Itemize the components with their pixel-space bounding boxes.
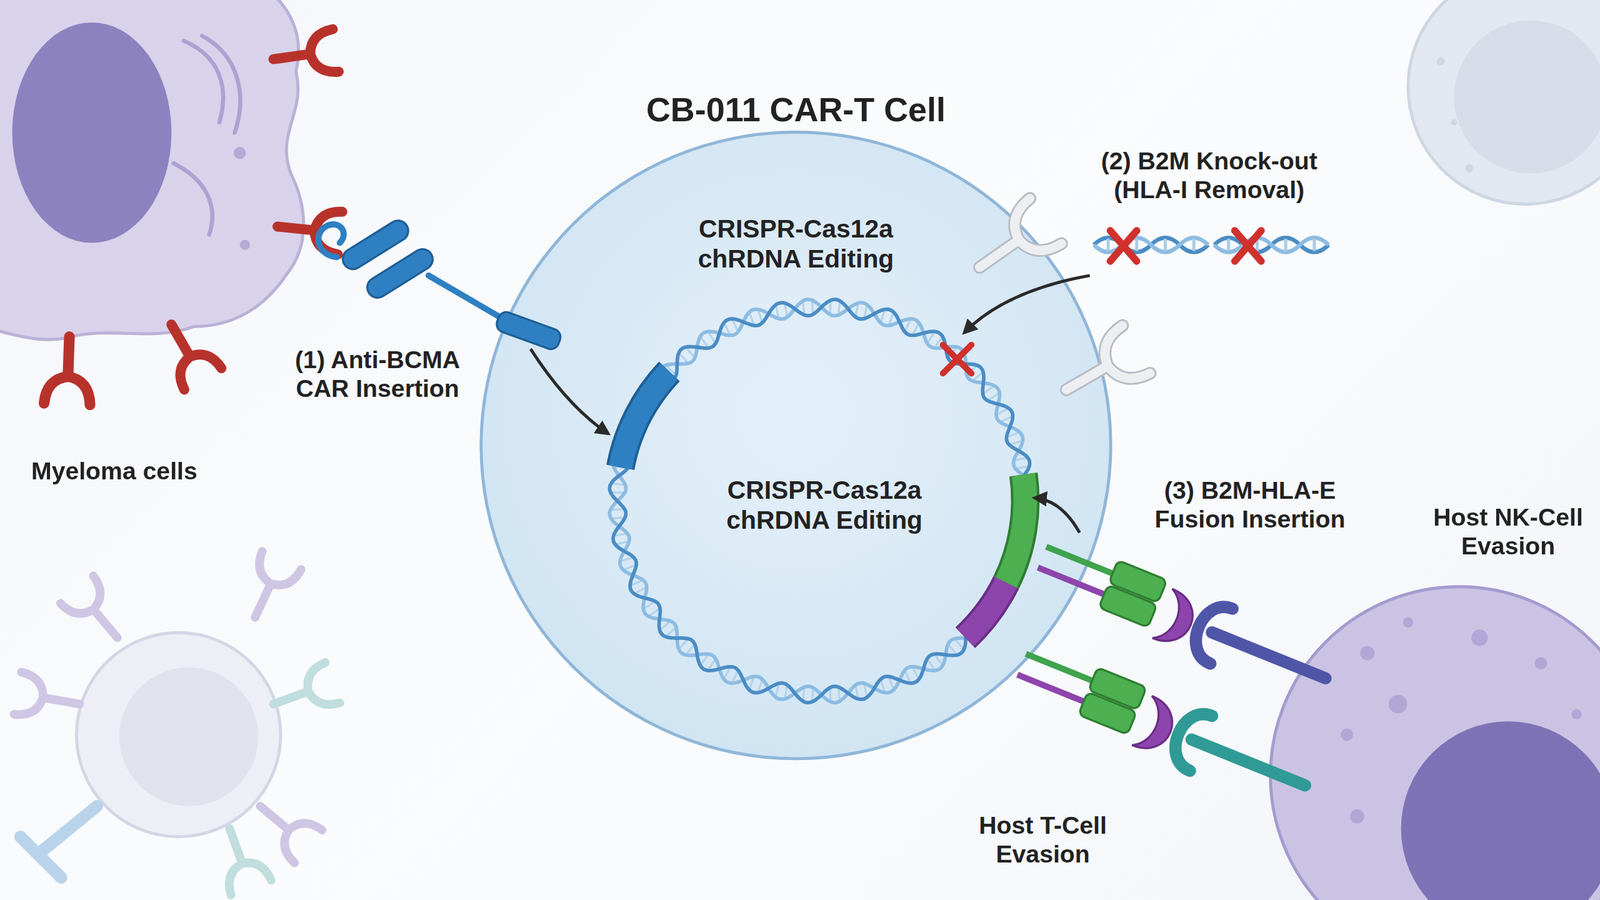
cell-granule	[240, 240, 250, 250]
faded-cell	[1408, 0, 1600, 205]
editing-label: CRISPR-Cas12a chRDNA Editing	[701, 475, 947, 535]
step-arrow	[530, 348, 609, 434]
b2m-hla-e-fusion	[1028, 533, 1338, 707]
dna-rungs	[1108, 238, 1315, 252]
b2m-domain	[1088, 667, 1147, 710]
dna-ring	[609, 299, 1034, 703]
faded-t-cell	[76, 632, 281, 837]
step-label: (1) Anti-BCMA CAR Insertion	[275, 345, 480, 403]
step-arrow	[1035, 498, 1080, 534]
faded-receptor	[209, 821, 272, 895]
cell-granule	[1571, 709, 1582, 720]
dna-rungs	[610, 300, 1033, 702]
cell-granule	[1451, 119, 1458, 126]
fusion-stem	[1017, 675, 1084, 702]
b2m-domain	[1108, 560, 1167, 603]
fusion-stem	[1046, 546, 1113, 574]
cell-granule	[1436, 56, 1445, 65]
dna-strand	[1093, 237, 1209, 252]
cell-granule	[1471, 629, 1488, 646]
cell-granule	[1403, 617, 1414, 628]
faded-receptor	[235, 551, 302, 627]
cell-nucleus	[119, 667, 259, 807]
dna-strand	[609, 299, 1034, 703]
faded-receptor	[246, 790, 322, 864]
knockout-mark	[1235, 230, 1262, 262]
cell-label: Host T-Cell Evasion	[956, 811, 1130, 869]
knockout-mark	[1110, 230, 1137, 262]
bcma-antigen	[44, 335, 93, 405]
car-t-cell: CB-011 CAR-T CellCRISPR-Cas12a chRDNA Ed…	[479, 130, 1112, 760]
nk-receptor	[1187, 599, 1233, 664]
knockout-mark	[943, 345, 972, 374]
hla-e-gene-outline	[965, 582, 1006, 638]
step-label: (2) B2M Knock-out (HLA-I Removal)	[1066, 146, 1352, 204]
car-hinge	[428, 275, 503, 319]
t-cell-receptor	[1167, 706, 1213, 771]
step-label: (3) B2M-HLA-E Fusion Insertion	[1132, 476, 1368, 534]
cell-nucleus	[1454, 20, 1600, 174]
hla-e-gene-segment	[965, 582, 1006, 638]
faded-receptor	[13, 671, 84, 725]
cell-granule	[233, 146, 247, 160]
step-arrow	[964, 275, 1090, 333]
dna-ring-node: CRISPR-Cas12a chRDNA Editing	[612, 301, 1037, 707]
faded-receptor	[266, 662, 340, 725]
nk-cell	[1270, 586, 1600, 900]
b2m-hla-e-fusion	[1008, 640, 1317, 814]
faded-receptor	[60, 575, 134, 652]
nk-receptor	[1211, 632, 1326, 679]
cell-granule	[1350, 809, 1365, 824]
bcma-antigen	[270, 29, 339, 81]
cell-label: Host NK-Cell Evasion	[1411, 503, 1600, 560]
b2m-gene-outline	[1006, 474, 1026, 583]
car-domain	[338, 216, 412, 274]
fusion-stem	[1038, 567, 1105, 595]
endoplasmic-reticulum	[173, 35, 241, 235]
cell-granule	[1535, 656, 1548, 670]
hla-e-domain	[1152, 588, 1201, 650]
t-cell-receptor	[1191, 739, 1305, 785]
hla-i-outline	[1052, 325, 1150, 414]
b2m-domain	[1098, 585, 1157, 628]
myeloma-cell	[0, 0, 304, 340]
car-binding-domain	[318, 224, 344, 257]
hla-i-molecule	[1052, 325, 1150, 414]
b2m-domain	[1078, 691, 1137, 735]
editing-label: CRISPR-Cas12a chRDNA Editing	[673, 214, 919, 274]
dna-strand	[1214, 237, 1329, 252]
car-transmembrane	[494, 310, 563, 352]
dna-strand	[1093, 237, 1209, 252]
car-gene-segment	[620, 371, 670, 467]
cell-title: CB-011 CAR-T Cell	[482, 90, 1109, 130]
cell-label: Myeloma cells	[0, 456, 237, 486]
bcma-antigen	[153, 313, 222, 390]
cell-granule	[1388, 695, 1407, 714]
hla-i-outline	[963, 198, 1062, 290]
hla-e-domain	[1131, 696, 1180, 757]
fusion-stem	[1025, 653, 1092, 681]
nk-nucleus	[1401, 721, 1600, 900]
cell-granule	[1340, 728, 1354, 742]
hla-i-molecule	[963, 198, 1062, 290]
myeloma-nucleus	[12, 22, 172, 244]
b2m-gene-segment	[1006, 474, 1026, 583]
dna-strand	[1214, 237, 1329, 252]
faded-car	[20, 806, 97, 878]
cell-granule	[1360, 645, 1375, 660]
car-gene-outline	[620, 371, 670, 467]
bcma-antigen	[275, 205, 342, 255]
dna-strand	[609, 299, 1034, 703]
cell-granule	[1465, 164, 1474, 173]
car-domain	[363, 245, 437, 302]
